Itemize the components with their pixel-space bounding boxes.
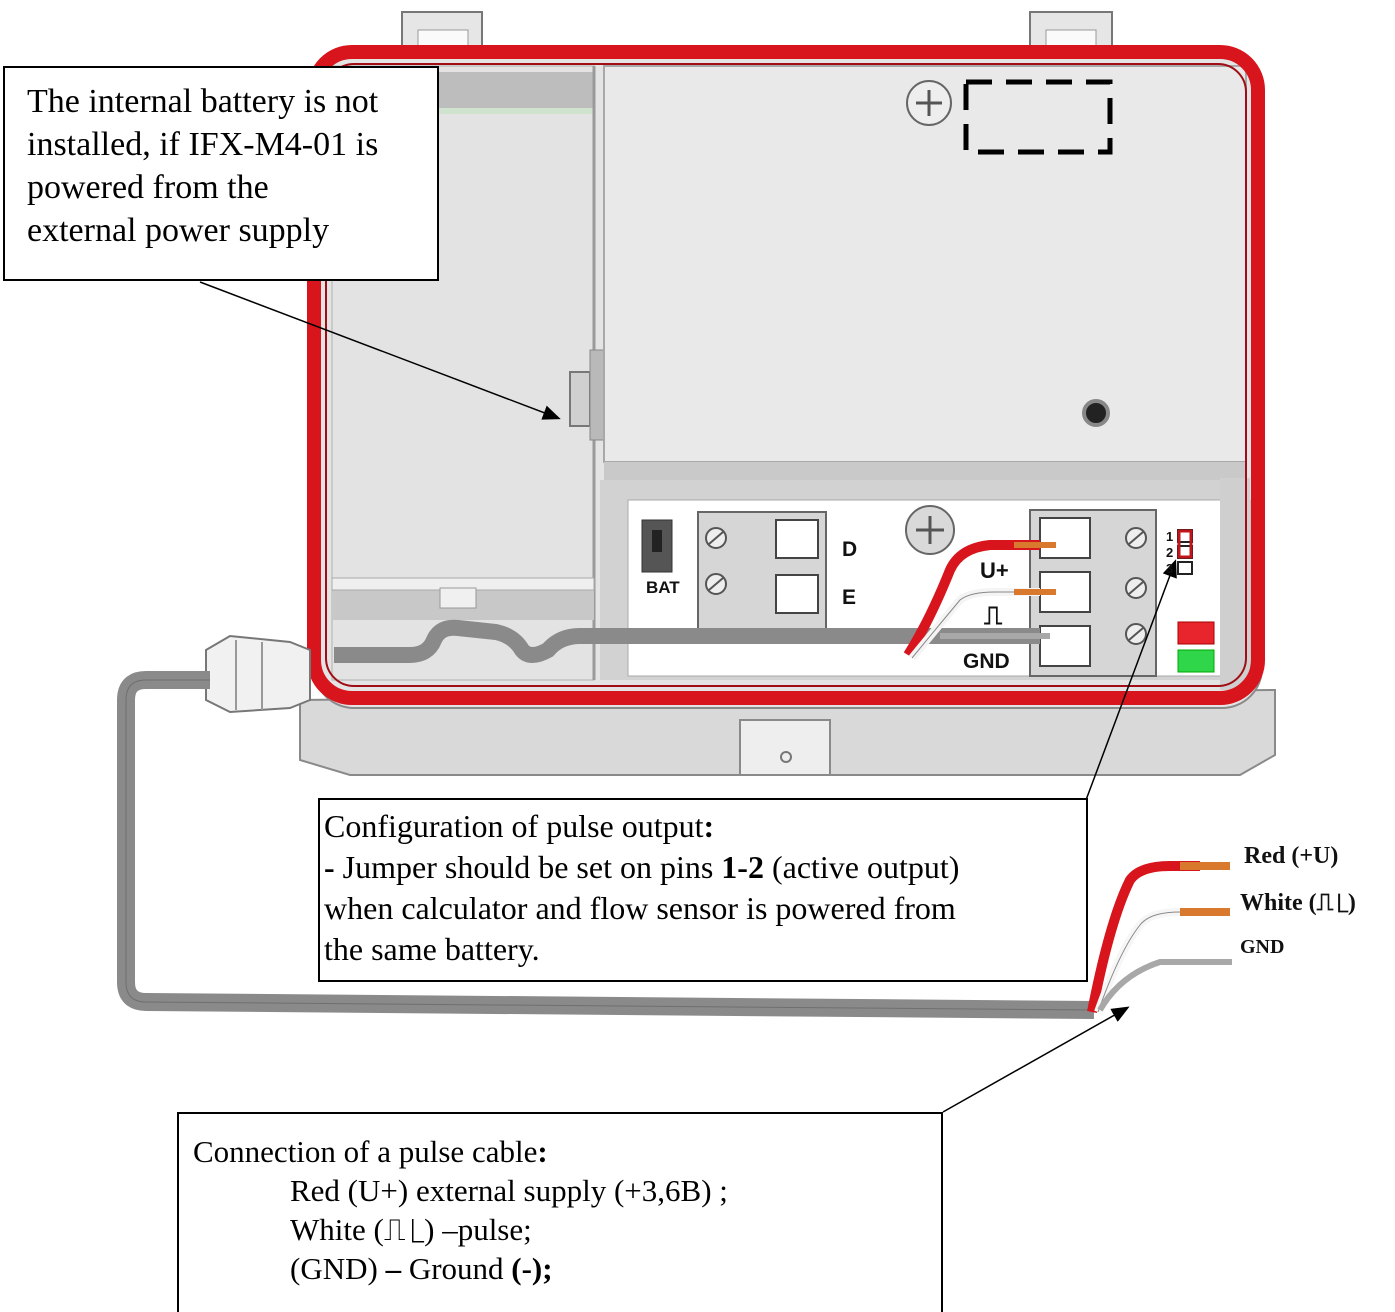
leader-battery — [199, 281, 561, 420]
battery-note-line-3: powered from the — [27, 169, 269, 206]
pulse-output-line-2: when calculator and flow sensor is power… — [324, 890, 956, 926]
leader-jumper — [1085, 559, 1177, 801]
center-screw — [905, 505, 955, 555]
pulse-output-note: Configuration of pulse output: - Jumper … — [318, 798, 1088, 982]
pulse-cable-title: Connection of a pulse cable: — [193, 1134, 548, 1169]
wire-label-red: Red (+U) — [1244, 843, 1339, 869]
battery-note-line-4: external power supply — [27, 212, 330, 249]
jumper-pin-1-label: 1 — [1166, 529, 1174, 544]
housing-base — [299, 688, 1276, 776]
cable-gland — [205, 634, 311, 714]
pulse-output-line-1: - Jumper should be set on pins 1-2 (acti… — [324, 849, 960, 885]
jumper-pin-2-label: 2 — [1166, 545, 1174, 560]
terminal-pulse-label: ⎍ — [984, 600, 1003, 630]
terminal-gnd-label: GND — [963, 650, 1010, 673]
leader-cable — [942, 1006, 1130, 1113]
battery-note-line-1: The internal battery is not — [27, 83, 379, 120]
cable-end-wires — [1087, 861, 1232, 1014]
top-clip-left — [401, 11, 483, 51]
jumper-pin-3-label: 3 — [1166, 561, 1174, 576]
bat-label: BAT — [646, 578, 680, 597]
bat-switch — [641, 519, 673, 573]
pulse-cable-note: Connection of a pulse cable: Red (U+) ex… — [177, 1112, 943, 1312]
led-red — [1177, 621, 1215, 645]
electronics-cover — [603, 65, 1247, 480]
battery-note-line-2: installed, if IFX-M4-01 is — [27, 126, 379, 163]
internal-cable — [334, 540, 1056, 663]
pulse-cable-line-red: Red (U+) external supply (+3,6B) ; — [290, 1173, 728, 1208]
pulse-output-line-3: the same battery. — [324, 931, 540, 967]
housing-rim — [307, 45, 1265, 705]
terminal-d-label: D — [842, 538, 858, 561]
led-green — [1177, 649, 1215, 673]
top-clip-right — [1029, 11, 1113, 51]
jumper-header — [1177, 529, 1193, 575]
terminal-e-label: E — [842, 586, 857, 609]
wire-label-white: White (⎍⎿) — [1240, 890, 1356, 916]
battery-note: The internal battery is not installed, i… — [3, 66, 439, 281]
pulse-cable-line-white: White (⎍⎿) –pulse; — [290, 1212, 532, 1247]
pulse-cable-line-gnd: (GND) – Ground (-); — [290, 1251, 553, 1286]
terminal-u-plus-label: U+ — [980, 558, 1009, 583]
terminal-block-left — [697, 511, 827, 631]
pulse-output-title: Configuration of pulse output: — [324, 808, 715, 844]
wire-label-gnd: GND — [1240, 936, 1285, 958]
